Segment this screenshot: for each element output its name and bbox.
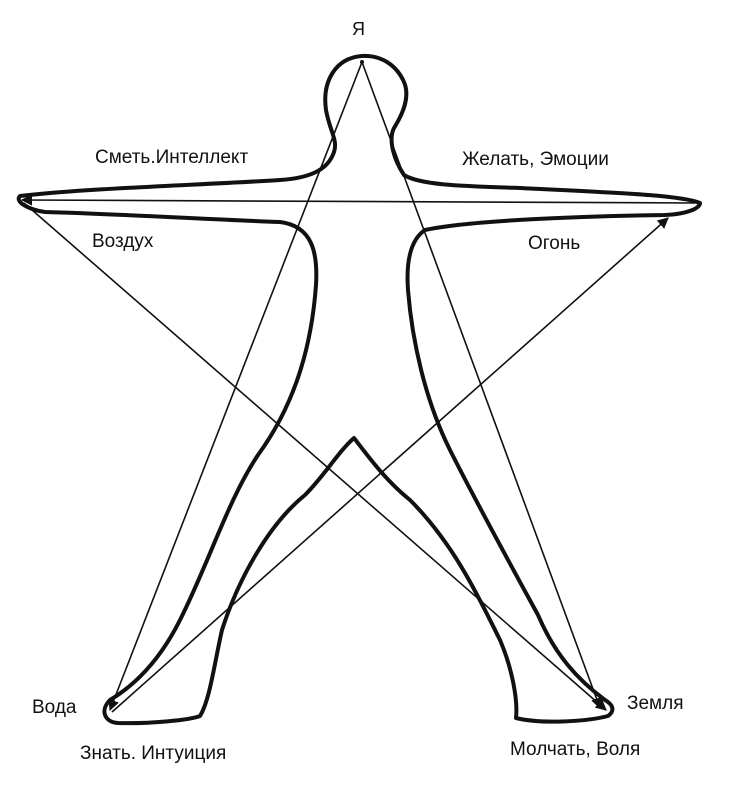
label-desire-emotions: Желать, Эмоции (462, 149, 609, 170)
arrow-lower-left-to-right (111, 217, 669, 713)
arrow-top-to-lower-left (108, 61, 363, 712)
label-air: Воздух (92, 231, 154, 252)
arrow-left-to-lower-right (23, 202, 607, 711)
arrow-right-to-left (20, 194, 696, 206)
vertex-top-dot (360, 60, 364, 64)
label-dare-intellect: Сметь.Интеллект (95, 147, 249, 168)
label-fire: Огонь (528, 233, 581, 254)
human-figure-outline (16, 53, 702, 726)
label-water: Вода (32, 697, 77, 718)
label-know-intuition: Знать. Интуиция (80, 743, 227, 764)
label-silence-will: Молчать, Воля (510, 739, 641, 760)
label-earth: Земля (627, 693, 684, 714)
label-self: Я (352, 19, 365, 39)
